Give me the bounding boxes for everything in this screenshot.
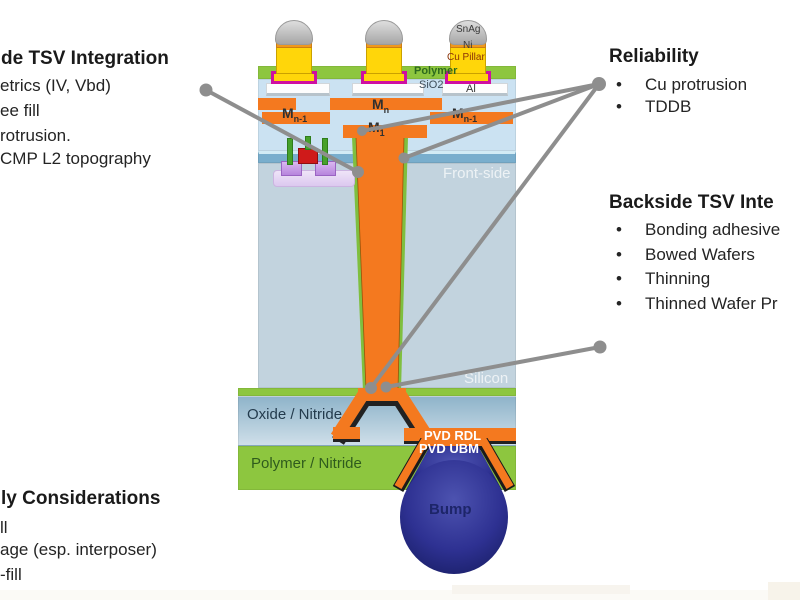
connector-dot: [592, 77, 606, 91]
considerations-heading: ly Considerations: [1, 488, 161, 509]
label-mn1-right: Mn-1: [452, 105, 478, 124]
connector-dot: [199, 83, 213, 97]
backside-heading: Backside TSV Inte: [609, 192, 774, 213]
label-al: Al: [466, 83, 476, 95]
bullet-dot: •: [616, 75, 622, 94]
al-pad: [352, 83, 424, 96]
snag-cap: [365, 20, 403, 45]
label-mn1-left: Mn-1: [282, 105, 308, 124]
left-heading: de TSV Integration: [1, 48, 169, 69]
label-snag: SnAg: [456, 24, 481, 35]
bullet-dot: •: [616, 294, 622, 313]
backside-item: Bonding adhesive: [645, 220, 781, 239]
label-front-side: Front-side: [443, 165, 511, 182]
contact-plug: [305, 136, 311, 150]
cu-pillar: [276, 46, 312, 74]
reliability-item: Cu protrusion: [645, 75, 748, 94]
label-ni: Ni: [463, 40, 473, 51]
contact-plug: [322, 138, 328, 165]
bullet-dot: •: [616, 269, 622, 288]
contact-plug: [287, 138, 293, 165]
left-item: etrics (IV, Vbd): [0, 76, 111, 95]
label-pvd-ubm: PVD UBM: [419, 441, 479, 456]
clipped-text-fragment: ll: [0, 518, 7, 535]
label-bump: Bump: [429, 501, 472, 518]
label-polymer-nitride: Polymer / Nitride: [251, 455, 362, 472]
connector-dot: [593, 340, 607, 354]
cu-pillar: [450, 46, 486, 74]
backside-item: Thinning: [645, 269, 711, 288]
backside-item: Bowed Wafers: [645, 245, 755, 264]
backside-item: Thinned Wafer Pr: [645, 294, 778, 313]
cu-pillar: [366, 46, 402, 74]
considerations-item: age (esp. interposer): [0, 540, 157, 559]
footer-strip: [0, 590, 800, 600]
bullet-dot: •: [616, 245, 622, 264]
left-item: CMP L2 topography: [0, 149, 151, 168]
left-item: rotrusion.: [0, 126, 71, 145]
footer-smudge: [452, 585, 630, 594]
label-oxide-nitride: Oxide / Nitride: [247, 406, 343, 423]
backside-passivation-strip: [238, 388, 516, 396]
al-pad: [266, 83, 330, 96]
label-polymer: Polymer: [414, 65, 458, 77]
left-item: ee fill: [0, 101, 40, 120]
reliability-heading: Reliability: [609, 46, 699, 67]
bullet-dot: •: [616, 97, 622, 116]
reliability-item: TDDB: [645, 97, 692, 116]
transistor-gate: [298, 148, 318, 164]
footer-smudge: [768, 582, 800, 600]
label-mn: Mn: [372, 96, 390, 115]
label-silicon: Silicon: [464, 370, 509, 387]
silicon-body: [258, 163, 516, 388]
label-sio2: SiO2: [419, 79, 444, 91]
label-cu-pillar: Cu Pillar: [447, 52, 485, 63]
snag-cap: [275, 20, 313, 45]
bullet-dot: •: [616, 220, 622, 239]
label-m1: M1: [368, 119, 385, 138]
considerations-item: -fill: [0, 565, 22, 584]
